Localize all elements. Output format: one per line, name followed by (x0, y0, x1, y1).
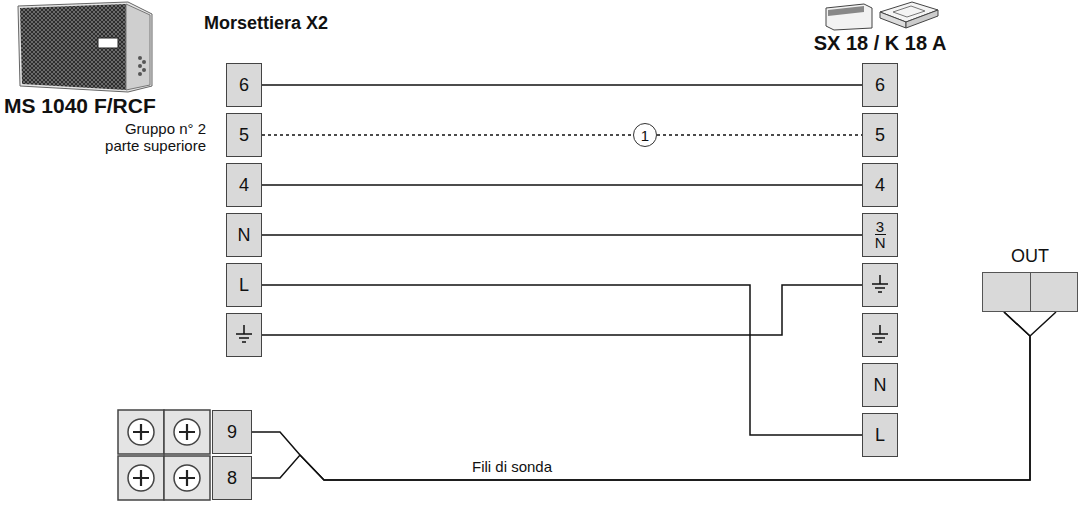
callout-circle: 1 (633, 123, 657, 147)
wire (262, 84, 862, 86)
terminal-number: 5 (239, 125, 249, 146)
terminal-cell: 9 (212, 410, 252, 454)
part-label: Gruppo n° 2 parte superiore (96, 120, 206, 154)
connector-label: OUT (982, 246, 1078, 267)
terminal-number: L (875, 425, 885, 446)
wire (262, 184, 862, 186)
terminal-number: 4 (875, 175, 885, 196)
terminal-cell: 4 (226, 163, 262, 207)
terminal-cell: L (226, 263, 262, 307)
terminal-number: 1 (641, 127, 649, 144)
block-heading: SX 18 / K 18 A (814, 32, 947, 55)
part-label: MS 1040 F/RCF (4, 94, 156, 118)
wire (657, 134, 862, 136)
terminal-block: Morsettiera X2654NL (226, 63, 262, 357)
wire (262, 234, 862, 236)
terminal-cell (226, 313, 262, 357)
probe-connector: OUT (982, 246, 1078, 312)
terminal-cell: 4 (862, 163, 898, 207)
terminal-cell: 6 (226, 63, 262, 107)
terminal-cell: L (862, 413, 898, 457)
ground-symbol (870, 324, 890, 346)
terminal-number: 6 (875, 75, 885, 96)
terminal-number: 5 (875, 125, 885, 146)
ground-symbol (234, 324, 254, 346)
connector-body (982, 272, 1078, 312)
terminal-cell: 5 (226, 113, 262, 157)
terminal-block: SX 18 / K 18 A6543 NNL (862, 63, 898, 457)
terminal-number: 8 (227, 468, 237, 489)
terminal-number: L (239, 275, 249, 296)
terminal-cell (862, 263, 898, 307)
indoor-unit-icons (826, 2, 938, 30)
wire (262, 134, 633, 136)
wire (252, 312, 1056, 480)
terminal-cell: 6 (862, 63, 898, 107)
terminal-cell: 8 (212, 456, 252, 500)
terminal-number: 4 (239, 175, 249, 196)
terminal-number: N (238, 225, 251, 246)
ground-symbol (870, 274, 890, 296)
terminal-cell: N (226, 213, 262, 257)
screw-terminals (118, 410, 210, 500)
terminal-number: 6 (239, 75, 249, 96)
wire-label: Fili di sonda (470, 458, 554, 475)
terminal-number: 3 N (875, 219, 886, 252)
wire (262, 285, 862, 335)
terminal-cell: 3 N (862, 213, 898, 257)
block-heading: Morsettiera X2 (204, 13, 328, 34)
terminal-cell (862, 313, 898, 357)
terminal-cell: N (862, 363, 898, 407)
terminal-number: N (874, 375, 887, 396)
wire (262, 285, 862, 435)
outdoor-unit (18, 2, 152, 92)
terminal-cell: 5 (862, 113, 898, 157)
wire (252, 312, 1030, 480)
terminal-number: 9 (227, 422, 237, 443)
